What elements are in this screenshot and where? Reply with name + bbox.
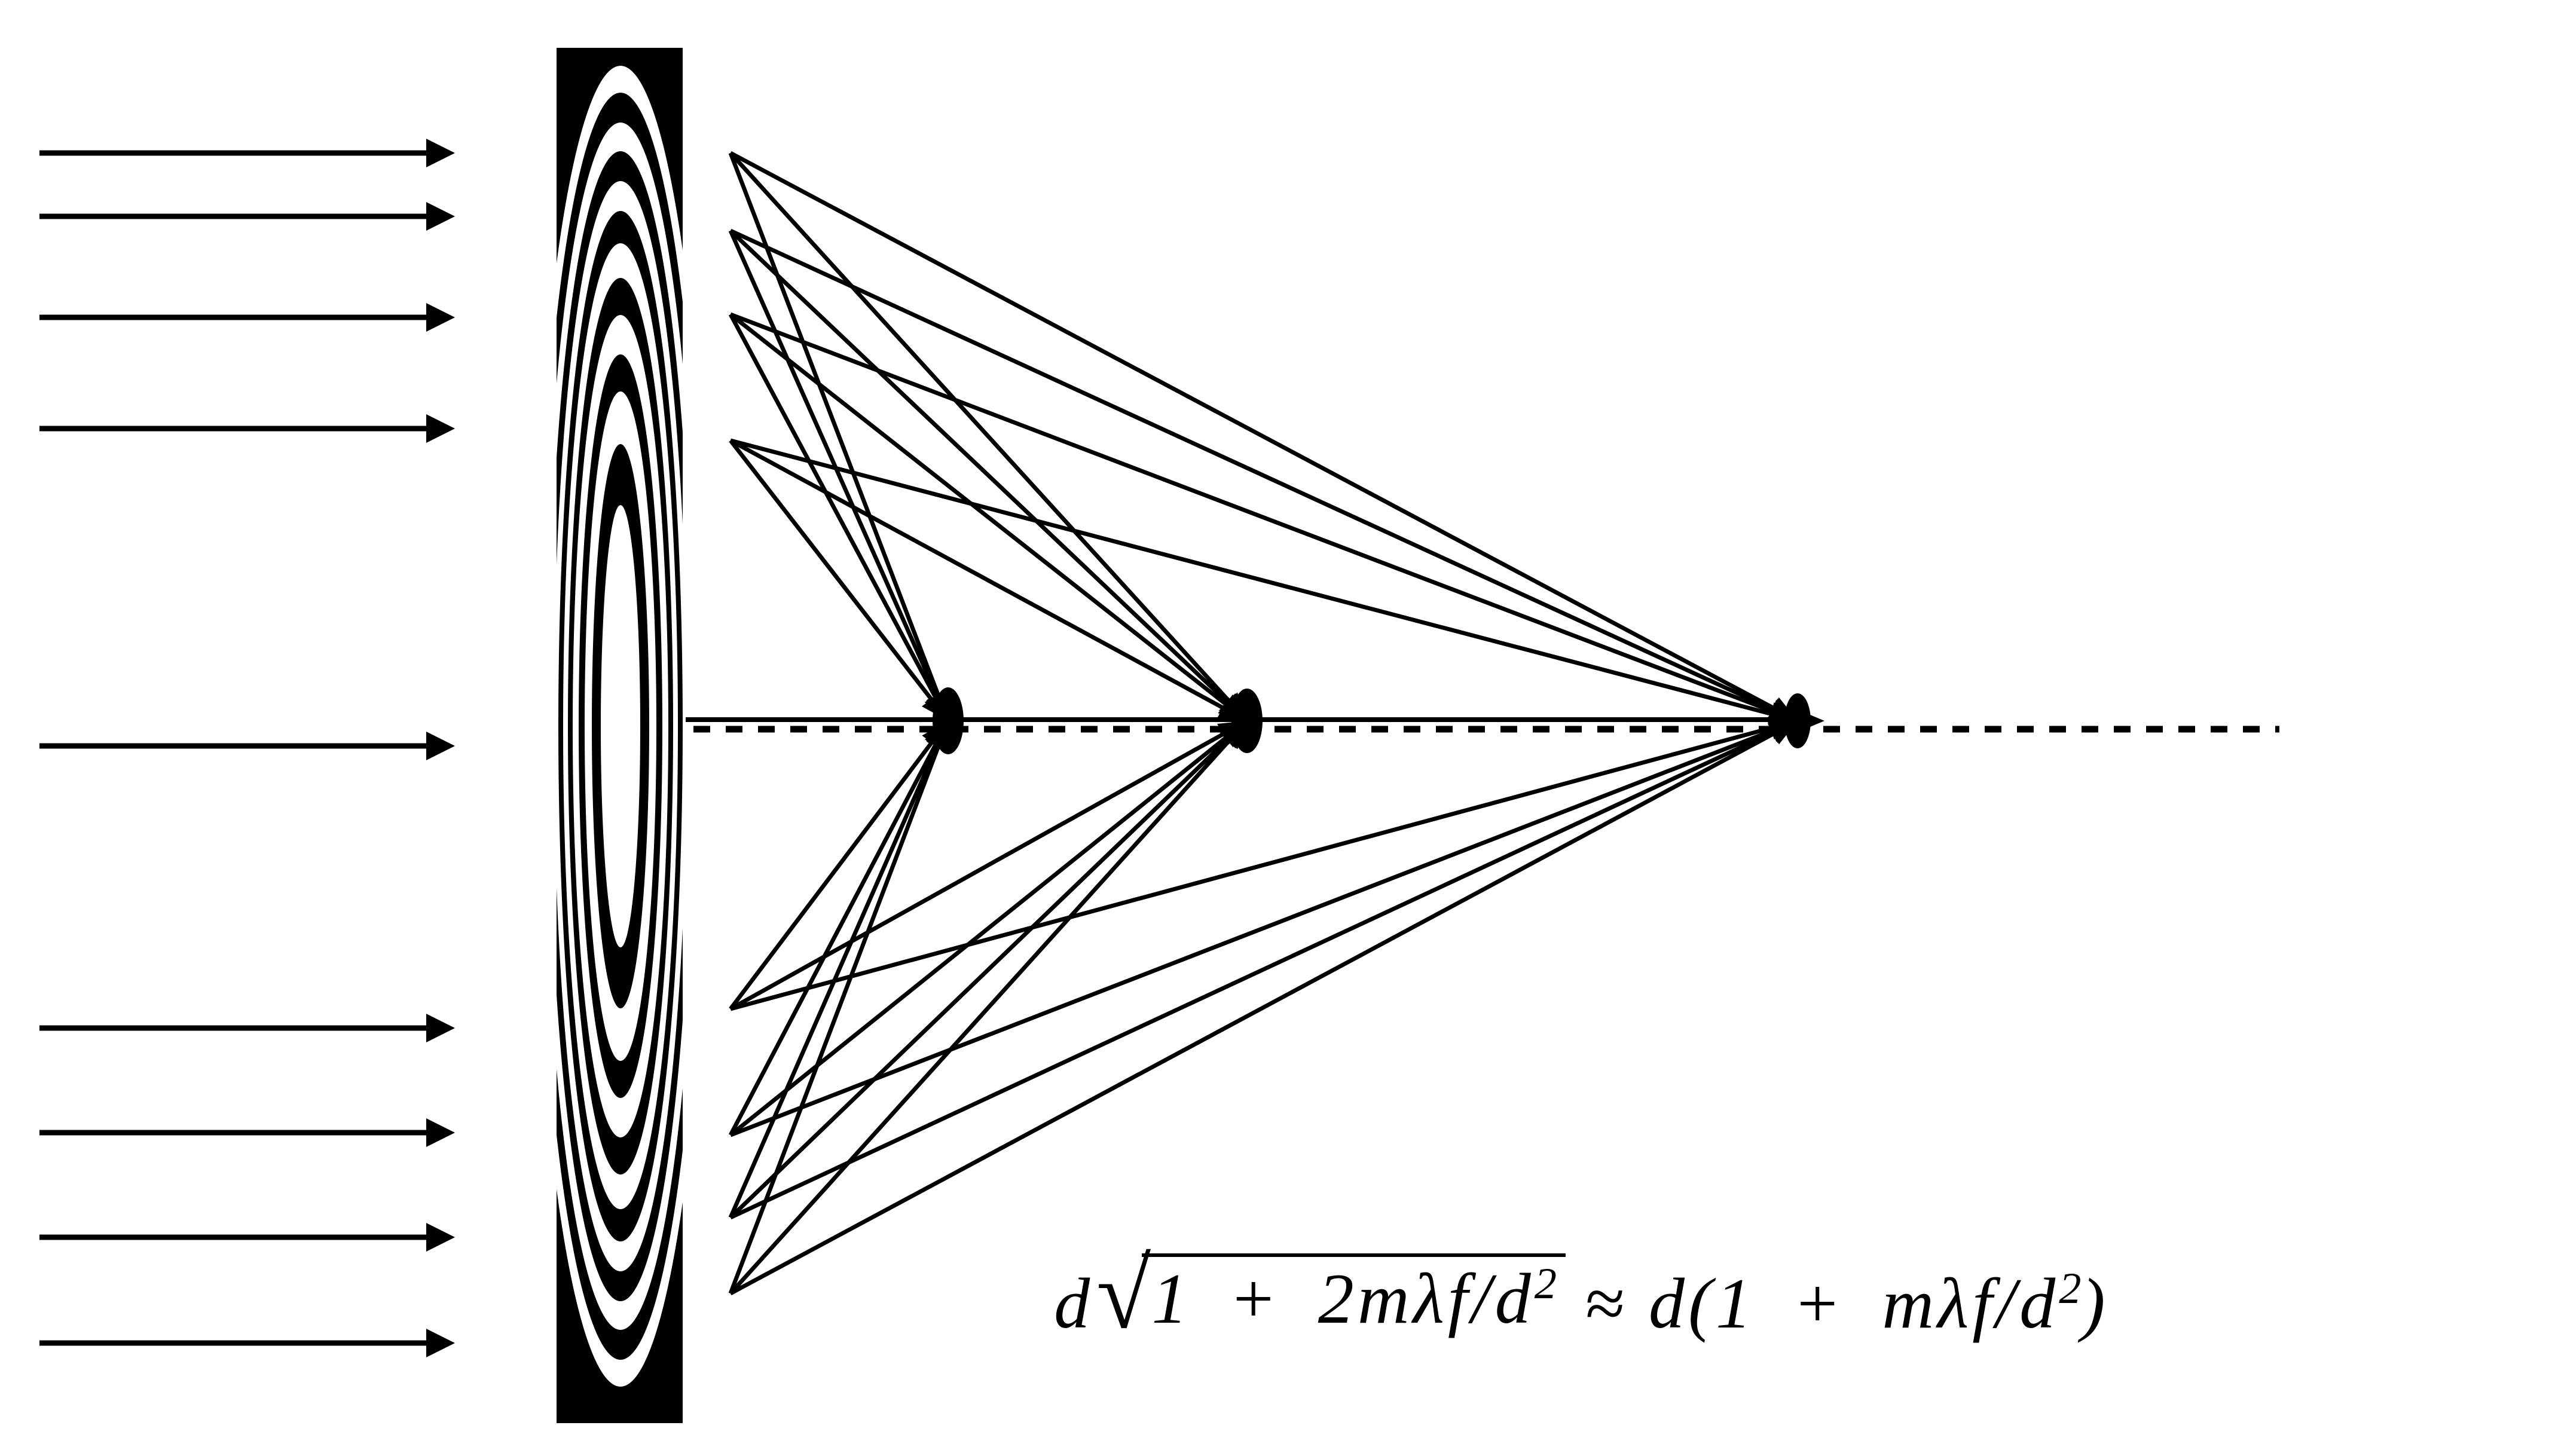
rhs-text: d(1 + mλf/d <box>1648 1264 2059 1344</box>
zone-plate-ring <box>601 505 640 947</box>
diffracted-ray <box>729 719 950 1011</box>
diffracted-ray <box>728 720 950 1219</box>
approx-sign: ≈ <box>1585 1264 1629 1344</box>
diffracted-ray <box>729 312 1799 723</box>
diffracted-ray <box>728 230 950 722</box>
diffracted-ray <box>729 718 1248 1011</box>
second-order-focus <box>1231 689 1263 753</box>
diffracted-ray <box>729 718 1799 1137</box>
diffracted-ray <box>728 313 950 722</box>
rhs-exponent: 2 <box>2059 1264 2082 1314</box>
diffracted-ray <box>728 720 950 1295</box>
diffracted-ray <box>729 313 1249 723</box>
plane-wave-arrowhead <box>426 1223 455 1252</box>
first-order-focus <box>933 687 964 754</box>
diffracted-ray <box>728 720 950 1136</box>
radicand-exponent: 2 <box>1534 1259 1557 1308</box>
square-root: √1 + 2mλf/d2 <box>1096 1239 1566 1350</box>
radical-sign: √ <box>1096 1239 1155 1350</box>
diffracted-ray <box>729 229 1249 723</box>
plane-wave-arrowhead <box>426 202 455 231</box>
diffracted-ray <box>729 438 1248 723</box>
plane-wave-arrowhead <box>426 732 455 760</box>
diffracted-ray <box>729 439 950 723</box>
radicand: 1 + 2mλf/d2 <box>1141 1253 1566 1335</box>
plane-wave-arrowhead <box>426 1118 455 1147</box>
diffracted-ray <box>730 438 1798 723</box>
zone-plate <box>557 48 683 1423</box>
diffracted-ray <box>729 228 1799 723</box>
diffracted-ray <box>729 151 1799 723</box>
plane-wave-arrowhead <box>426 139 455 167</box>
diffracted-ray <box>729 719 1249 1219</box>
diffracted-ray <box>729 719 1249 1295</box>
radicand-text: 1 + 2mλf/d <box>1151 1259 1535 1339</box>
formula-lhs-coefficient: d <box>1054 1264 1094 1344</box>
diffracted-ray <box>729 718 1799 1296</box>
diffracted-ray <box>729 718 1799 1220</box>
axis-arrowhead <box>1787 705 1824 736</box>
plane-wave-arrowhead <box>426 1329 455 1357</box>
rhs-close-paren: ) <box>2081 1264 2109 1344</box>
diffracted-ray <box>730 718 1798 1011</box>
focal-shift-formula: d√1 + 2mλf/d2≈d(1 + mλf/d2) <box>1054 1239 2108 1350</box>
diffracted-ray <box>729 151 1249 723</box>
plane-wave-arrowhead <box>426 1014 455 1042</box>
plane-wave-arrowhead <box>426 303 455 332</box>
plane-wave-arrowhead <box>426 414 455 443</box>
